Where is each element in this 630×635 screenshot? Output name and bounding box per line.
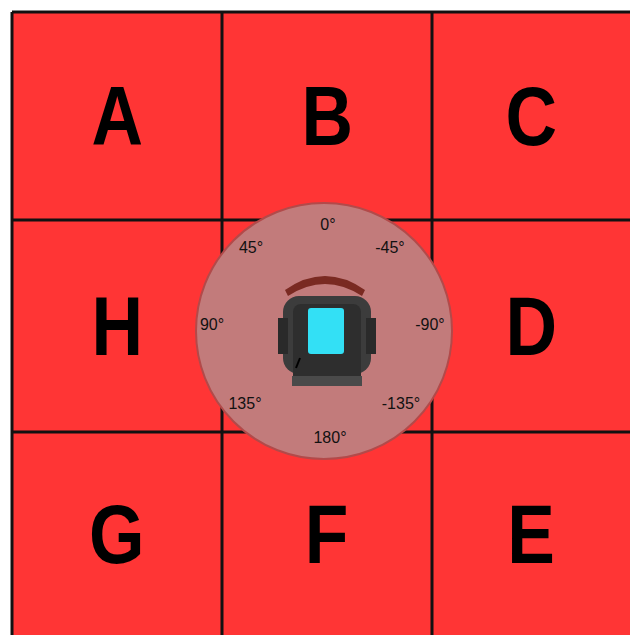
angle-label: 0°	[320, 217, 335, 233]
angle-label: -90°	[415, 317, 445, 333]
cell-letter: H	[91, 284, 143, 368]
cell-letter: B	[301, 74, 353, 158]
angle-label: 45°	[239, 240, 263, 256]
cell-letter: A	[91, 74, 143, 158]
cell-letter: D	[505, 284, 557, 368]
cell-letter: G	[89, 492, 145, 576]
grid-cell: F	[222, 432, 432, 635]
robot	[278, 276, 376, 386]
angle-label: -45°	[375, 240, 405, 256]
grid-cell: B	[222, 12, 432, 220]
grid-cell: A	[12, 12, 222, 220]
grid-cell: D	[432, 220, 630, 432]
angle-label: 180°	[313, 430, 346, 446]
grid-cell: E	[432, 432, 630, 635]
angle-label: -135°	[382, 396, 420, 412]
grid-cell: G	[12, 432, 222, 635]
angle-label: 135°	[228, 396, 261, 412]
grid-cell: H	[12, 220, 222, 432]
grid-cell: C	[432, 12, 630, 220]
cell-letter: E	[507, 492, 555, 576]
cell-letter: C	[505, 74, 557, 158]
cell-letter: F	[305, 492, 349, 576]
angle-label: 90°	[200, 317, 224, 333]
